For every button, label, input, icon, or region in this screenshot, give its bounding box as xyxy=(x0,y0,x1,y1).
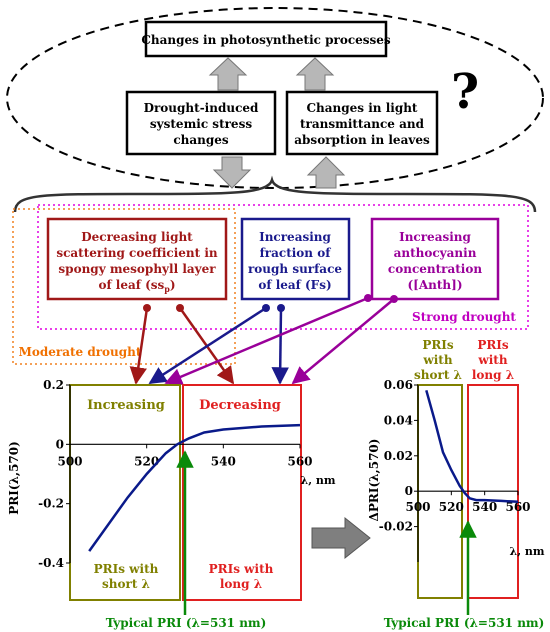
y-tick-label: -0.2 xyxy=(38,497,64,511)
right-xlabel: λ, nm xyxy=(509,545,544,558)
stress-box xyxy=(125,90,277,156)
x-tick-label: 520 xyxy=(134,454,159,468)
x-tick-label: 500 xyxy=(405,500,430,514)
x-tick-label: 560 xyxy=(505,500,530,514)
factor-fraction-text-3: rough surface xyxy=(248,262,342,276)
left-decreasing-label: Decreasing xyxy=(199,398,281,413)
question-mark: ? xyxy=(451,64,479,120)
right-ylabel: ΔPRI(λ,570) xyxy=(367,439,381,522)
down-arrow-stress xyxy=(212,156,252,189)
factor-anthocyanin-text-1: Increasing xyxy=(399,230,471,244)
left-long-label-2: long λ xyxy=(220,577,262,591)
left-typical-label: Typical PRI (λ=531 nm) xyxy=(106,616,267,630)
connector-anthocyanin-increasing xyxy=(164,296,369,385)
chart-left: Increasing Decreasing PRIs with short λ … xyxy=(7,378,336,630)
right-short-label-2: with xyxy=(422,353,452,367)
factor-scattering-text-4: of leaf (ssp) xyxy=(98,278,175,294)
factor-fraction-text-1: Increasing xyxy=(259,230,331,244)
factor-box-scattering xyxy=(46,217,228,301)
transmittance-box xyxy=(285,90,439,156)
photosynthesis-box xyxy=(144,20,388,58)
curly-brace xyxy=(13,175,537,213)
left-xlabel: λ, nm xyxy=(300,474,335,487)
stress-text-3: changes xyxy=(173,133,229,147)
factor-anthocyanin-text-2: anthocyanin xyxy=(394,246,477,260)
factor-fraction-text-4: of leaf (Fs) xyxy=(258,278,331,292)
strong-drought-label: Strong drought xyxy=(412,310,516,324)
right-short-label-3: short λ xyxy=(414,368,462,382)
strong-drought-region xyxy=(37,204,529,330)
stress-text-1: Drought-induced xyxy=(144,101,259,115)
moderate-drought-label: Moderate drought xyxy=(19,345,142,359)
y-tick-label: 0.06 xyxy=(384,378,413,392)
left-long-region xyxy=(182,384,302,601)
up-arrow-left xyxy=(208,57,248,91)
factor-scattering-sub: p xyxy=(164,284,170,294)
x-tick-label: 520 xyxy=(439,500,464,514)
x-tick-label: 500 xyxy=(57,454,82,468)
connector-anthocyanin-decreasing xyxy=(291,298,395,385)
left-increasing-label: Increasing xyxy=(87,398,165,413)
connector-fraction-decreasing xyxy=(271,307,289,385)
factor-scattering-text-2: scattering coefficient in xyxy=(56,246,218,260)
factor-scattering-text-4a: of leaf (ss xyxy=(98,278,164,292)
big-right-arrow xyxy=(311,516,371,560)
connector-scattering-increasing xyxy=(129,307,149,385)
x-tick-label: 540 xyxy=(211,454,236,468)
right-long-label-3: long λ xyxy=(472,368,514,382)
factor-scattering-text-4b: ) xyxy=(170,278,176,292)
transmittance-text-3: absorption in leaves xyxy=(294,133,430,147)
connectors xyxy=(129,294,398,385)
transmittance-text-2: transmittance and xyxy=(300,117,425,131)
left-ylabel: PRI(λ,570) xyxy=(7,441,21,515)
factor-box-anthocyanin xyxy=(370,217,500,301)
factor-scattering-text-1: Decreasing light xyxy=(81,230,193,244)
x-tick-label: 540 xyxy=(472,500,497,514)
factor-anthocyanin-text-3: concentration xyxy=(388,262,482,276)
right-typical-label: Typical PRI (λ=531 nm) xyxy=(384,616,545,630)
up-arrow-right xyxy=(295,57,335,91)
photosynthesis-text: Changes in photosynthetic processes xyxy=(141,33,391,47)
right-long-label-1: PRIs xyxy=(477,338,509,352)
right-axes: 0.06 0.04 0.02 0 -0.02 500 520 540 560 xyxy=(379,378,531,562)
connector-fraction-increasing xyxy=(148,306,267,385)
series-line xyxy=(425,389,519,504)
left-short-label-1: PRIs with xyxy=(94,562,159,576)
factor-anthocyanin-text-4: ([Anth]) xyxy=(407,278,462,292)
y-tick-label: 0.04 xyxy=(384,413,413,427)
y-tick-label: -0.4 xyxy=(38,556,64,570)
transmittance-text-1: Changes in light xyxy=(307,101,418,115)
x-tick-label: 560 xyxy=(287,454,312,468)
y-tick-label: 0 xyxy=(405,484,413,498)
chart-right: PRIs with short λ PRIs with long λ 0.060… xyxy=(367,338,545,630)
y-tick-label: 0.02 xyxy=(384,449,413,463)
up-arrow-transmittance xyxy=(306,156,346,189)
dashed-ellipse xyxy=(6,7,544,189)
y-tick-label: -0.02 xyxy=(379,520,413,534)
series-line xyxy=(88,423,301,552)
left-long-label-1: PRIs with xyxy=(209,562,274,576)
factor-fraction-text-2: fraction of xyxy=(260,246,332,260)
y-tick-label: 0.2 xyxy=(43,378,64,392)
stress-text-2: systemic stress xyxy=(150,117,252,131)
factor-scattering-text-3: spongy mesophyll layer xyxy=(58,262,216,276)
left-short-label-2: short λ xyxy=(102,577,150,591)
moderate-drought-region xyxy=(12,208,236,365)
right-long-label-2: with xyxy=(477,353,507,367)
left-axes: 0.2 0 -0.2 -0.4 500 520 540 560 xyxy=(38,378,312,570)
factor-box-fraction xyxy=(240,217,351,301)
right-short-label-1: PRIs xyxy=(422,338,454,352)
y-tick-label: 0 xyxy=(56,437,64,451)
